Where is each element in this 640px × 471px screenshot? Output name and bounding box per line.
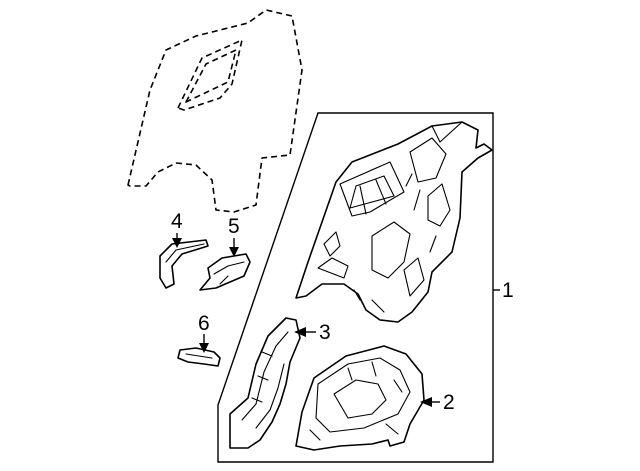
callout-5[interactable]: 5 [228, 215, 240, 238]
wheelhouse[interactable] [295, 345, 425, 451]
pillar-reinforcement[interactable] [229, 317, 301, 449]
leader-5 [229, 238, 239, 257]
bracket-4[interactable] [159, 239, 209, 289]
leader-2 [420, 397, 440, 407]
leader-3 [294, 327, 316, 337]
callout-4[interactable]: 4 [171, 210, 183, 233]
leader-6 [199, 334, 209, 353]
quarter-panel-outline [127, 9, 303, 213]
bracket-6[interactable] [177, 347, 221, 367]
assembly-bracket [217, 112, 500, 463]
callout-1[interactable]: 1 [502, 279, 514, 302]
inner-quarter-panel[interactable] [295, 121, 493, 323]
leader-4 [172, 233, 182, 248]
support-bracket-5[interactable] [199, 253, 251, 291]
callout-2[interactable]: 2 [443, 391, 455, 414]
callout-3[interactable]: 3 [319, 321, 331, 344]
callout-6[interactable]: 6 [198, 312, 210, 335]
